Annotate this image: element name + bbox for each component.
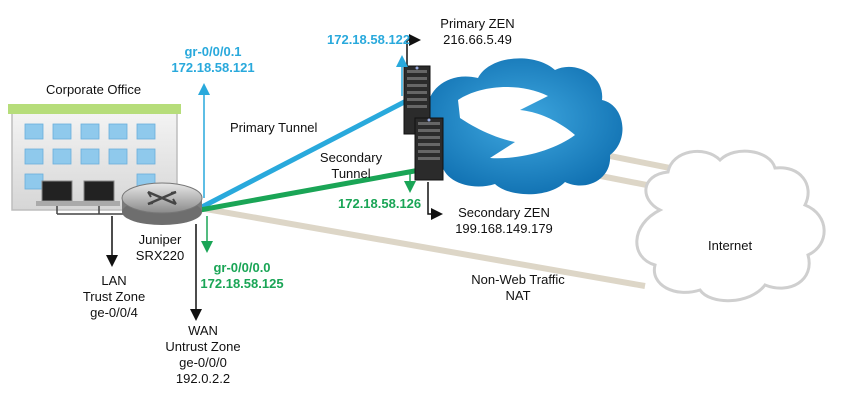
router-label: Juniper SRX220 <box>130 232 190 264</box>
wan-label-line1: WAN <box>188 323 218 338</box>
office-title: Corporate Office <box>46 82 142 97</box>
lan-label-line3: ge-0/0/4 <box>90 305 138 320</box>
corporate-office-building-icon <box>8 104 181 215</box>
router-label-line1: Juniper <box>138 232 182 247</box>
primary-zen-label: Primary ZEN 216.66.5.49 <box>425 16 530 48</box>
secondary-tunnel-label: Secondary Tunnel <box>313 150 389 182</box>
secondary-tunnel-label-line1: Secondary <box>319 150 383 165</box>
wan-label-line2: Untrust Zone <box>165 339 241 354</box>
lan-label-line2: Trust Zone <box>82 289 146 304</box>
secondary-zen-arrow <box>427 182 443 220</box>
secondary-zen-name: Secondary ZEN <box>458 205 550 220</box>
primary-zen-name: Primary ZEN <box>440 16 515 31</box>
secondary-zen-tunnel-ip: 172.18.58.126 <box>338 196 422 211</box>
gr-0-0-0-0-ip: 172.18.58.125 <box>200 276 284 291</box>
interface-arrows <box>106 34 443 321</box>
primary-tunnel-line <box>198 95 414 211</box>
gr-0-0-0-0-name: gr-0/0/0.0 <box>213 260 271 275</box>
nonweb-traffic-label-line1: Non-Web Traffic <box>471 272 565 287</box>
primary-zen-ip: 216.66.5.49 <box>443 32 512 47</box>
secondary-tunnel-arrows <box>201 172 416 253</box>
gr-0-0-0-1-label: gr-0/0/0.1 172.18.58.121 <box>168 44 258 76</box>
secondary-tunnel-label-line2: Tunnel <box>331 166 371 181</box>
gr-0-0-0-1-name: gr-0/0/0.1 <box>184 44 242 59</box>
gr-0-0-0-1-ip: 172.18.58.121 <box>171 60 255 75</box>
primary-tunnel-label: Primary Tunnel <box>230 120 318 135</box>
lan-label: LAN Trust Zone ge-0/0/4 <box>72 273 156 321</box>
primary-zen-tunnel-ip: 172.18.58.122 <box>327 32 411 47</box>
router-label-line2: SRX220 <box>135 248 185 263</box>
primary-tunnel-arrows <box>198 55 408 198</box>
secondary-zen-server-icon <box>414 117 444 181</box>
lan-label-line1: LAN <box>101 273 127 288</box>
wan-label-line4: 192.0.2.2 <box>175 371 231 386</box>
nonweb-traffic-label-line2: NAT <box>505 288 531 303</box>
internet-cloud <box>635 149 826 303</box>
nonweb-traffic-label: Non-Web Traffic NAT <box>462 272 574 304</box>
gr-0-0-0-0-label: gr-0/0/0.0 172.18.58.125 <box>196 260 288 292</box>
juniper-router-icon <box>121 182 203 225</box>
internet-label: Internet <box>708 238 753 253</box>
zscaler-cloud-icon <box>420 58 623 195</box>
laptop-icon <box>78 180 120 206</box>
wan-label-line3: ge-0/0/0 <box>179 355 227 370</box>
laptop-icon <box>36 180 78 206</box>
secondary-zen-ip: 199.168.149.179 <box>455 221 553 236</box>
secondary-zen-label: Secondary ZEN 199.168.149.179 <box>446 205 562 237</box>
wan-label: WAN Untrust Zone ge-0/0/0 192.0.2.2 <box>156 323 250 387</box>
secondary-tunnel-line <box>199 167 421 213</box>
